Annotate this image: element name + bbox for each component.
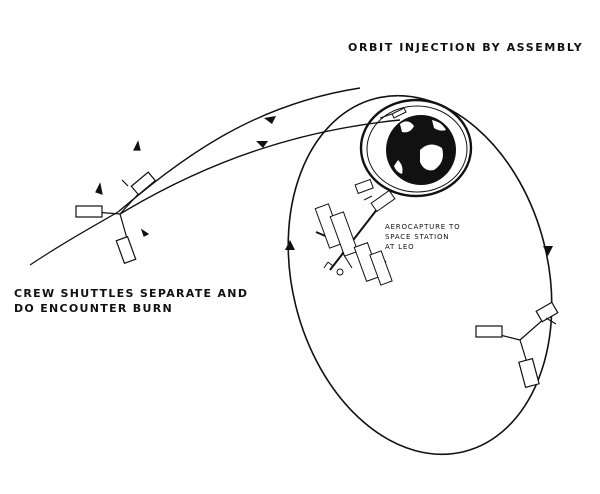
crew-shuttles-icon	[75, 140, 157, 265]
trajectory-upper	[117, 87, 361, 213]
aerocapture-label-line-3: AT LEO	[385, 243, 415, 251]
trajectory-tail	[29, 211, 119, 266]
transfer-orbit-ellipse	[287, 94, 553, 456]
crew-shuttles-label: CREW SHUTTLES SEPARATE AND DO ENCOUNTER …	[14, 286, 248, 316]
orbit-arrow-left	[285, 240, 295, 250]
aerocapture-label-line-1: AEROCAPTURE TO	[385, 223, 461, 231]
trajectory-lower	[119, 119, 401, 215]
vehicle-assembly-icon	[475, 301, 559, 389]
diagram-title: ORBIT INJECTION BY ASSEMBLY	[348, 41, 584, 54]
orbit-arrow-right	[543, 246, 553, 256]
capture-vehicle-icon	[379, 107, 407, 119]
aerocapture-label-line-2: SPACE STATION	[385, 233, 450, 241]
crew-shuttles-label-line-1: CREW SHUTTLES SEPARATE AND	[14, 287, 249, 300]
crew-shuttles-label-line-2: DO ENCOUNTER BURN	[14, 302, 174, 315]
earth-icon	[386, 115, 456, 185]
aerocapture-label: AEROCAPTURE TO SPACE STATION AT LEO	[385, 222, 460, 252]
aerocapture-ring-inner	[366, 105, 468, 193]
space-station-icon	[314, 178, 396, 286]
trajectory-arrow-2	[256, 141, 268, 148]
aerocapture-ring	[359, 98, 473, 198]
trajectory-arrow-1	[264, 116, 276, 124]
